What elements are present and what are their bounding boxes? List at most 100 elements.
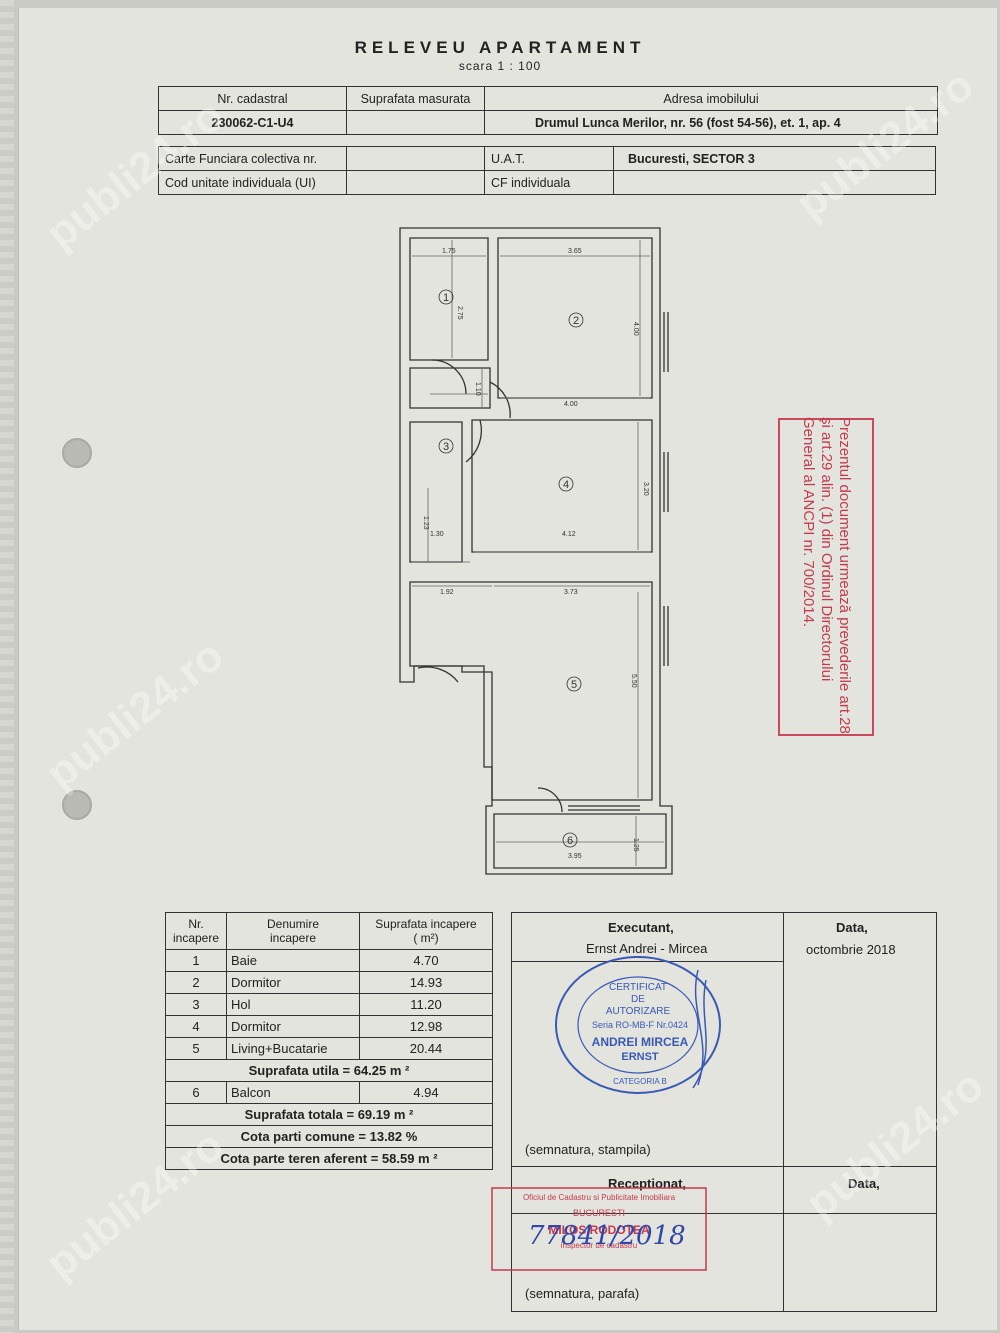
adresa-value: Drumul Lunca Merilor, nr. 56 (fost 54-56… [484, 110, 938, 135]
cod-ui-label: Cod unitate individuala (UI) [158, 170, 347, 195]
stamp-line: inspector de cadastru [561, 1241, 638, 1250]
header-name: Denumire incapere [226, 912, 360, 950]
table-row: 5 Living+Bucatarie 20.44 [165, 1037, 493, 1060]
window [663, 312, 669, 372]
cota-teren: Cota parte teren aferent = 58.59 m ² [165, 1147, 493, 1170]
table-row: 1 Baie 4.70 [165, 949, 493, 972]
row-nr: 1 [165, 949, 227, 972]
dim-label: 4.00 [632, 322, 639, 336]
door-arc [431, 359, 467, 395]
uat-header-table: Carte Funciara colectiva nr. U.A.T. Bucu… [158, 146, 936, 195]
data-label: Data, [836, 920, 868, 935]
room-number: 4 [563, 479, 569, 491]
room-2-wall [497, 237, 653, 399]
room-number: 3 [443, 441, 449, 453]
punch-hole [62, 790, 92, 820]
executant-name: Ernst Andrei - Mircea [586, 941, 708, 956]
stamp-line: BUCURESTI [573, 1208, 625, 1218]
executant-label: Executant, [608, 920, 674, 935]
stamp-line: DE [631, 994, 645, 1005]
room-4-wall [471, 419, 653, 553]
semnatura-stampila: (semnatura, stampila) [525, 1142, 651, 1157]
row-name: Living+Bucatarie [226, 1037, 360, 1060]
punch-hole [62, 438, 92, 468]
signature-block [511, 912, 937, 1312]
blue-authorization-stamp: CERTIFICAT DE AUTORIZARE Seria RO-MB-F N… [555, 956, 721, 1094]
row-nr: 3 [165, 993, 227, 1016]
row-area: 14.93 [359, 971, 493, 994]
uat-label: U.A.T. [484, 146, 614, 171]
room-number: 5 [571, 679, 577, 691]
window [663, 606, 669, 666]
dim-label: 2.75 [456, 306, 463, 320]
room-1-wall [409, 237, 489, 361]
suprafata-value [346, 110, 485, 135]
dim-label: 3.65 [568, 248, 582, 255]
dim-label: 5.50 [630, 674, 637, 688]
document-scale: scara 1 : 100 [458, 59, 542, 73]
dim-label: 1.23 [422, 516, 429, 530]
row-name: Hol [226, 993, 360, 1016]
stamp-line: ANDREI MIRCEA [592, 1035, 689, 1049]
adresa-label: Adresa imobilului [484, 86, 938, 111]
cf-individuala-label: CF individuala [484, 170, 614, 195]
dim-label: 1.75 [442, 248, 456, 255]
window [663, 452, 669, 512]
rooms-table: Nr. incapere Denumire incapere Suprafata… [165, 912, 493, 1170]
header-area: Suprafata incapere ( m²) [359, 912, 493, 950]
table-row: 2 Dormitor 14.93 [165, 971, 493, 994]
header-nr: Nr. incapere [165, 912, 227, 950]
dimension-lines [412, 255, 664, 843]
row-nr: 4 [165, 1015, 227, 1038]
row-name: Dormitor [226, 1015, 360, 1038]
binder-strip [0, 0, 14, 1333]
row-area: 20.44 [359, 1037, 493, 1060]
door-arc [417, 666, 459, 683]
row-name: Baie [226, 949, 360, 972]
stamp-line: CERTIFICAT [609, 982, 667, 993]
red-notice-frame [778, 418, 874, 736]
row-name: Balcon [226, 1081, 360, 1104]
dim-label: 1.30 [430, 531, 444, 538]
suprafata-utila: Suprafata utila = 64.25 m ² [165, 1059, 493, 1082]
dim-label: 4.00 [564, 401, 578, 408]
document-title: RELEVEU APARTAMENT [354, 38, 646, 57]
stamp-line: ERNST [621, 1051, 659, 1063]
data-value: octombrie 2018 [806, 942, 896, 957]
suprafata-totala: Suprafata totala = 69.19 m ² [165, 1103, 493, 1126]
red-notice-text: Prezentul document urmează prevederile a… [800, 417, 853, 734]
row-area: 11.20 [359, 993, 493, 1016]
semnatura-parafa: (semnatura, parafa) [525, 1286, 640, 1301]
cota-comune: Cota parti comune = 13.82 % [165, 1125, 493, 1148]
dim-label: 1.10 [474, 382, 481, 396]
stamp-line: AUTORIZARE [606, 1006, 671, 1017]
table-row: 4 Dormitor 12.98 [165, 1015, 493, 1038]
stamp-line: Oficiul de Cadastru si Publicitate Imobi… [523, 1193, 676, 1202]
row-area: 4.94 [359, 1081, 493, 1104]
hall-upper [409, 367, 491, 409]
room-6-wall [493, 813, 667, 869]
table-row: 3 Hol 11.20 [165, 993, 493, 1016]
door-arc [537, 787, 563, 813]
door-arc [489, 381, 511, 419]
stamp-line: CATEGORIA B [613, 1077, 667, 1086]
dim-label: 3.20 [642, 482, 649, 496]
room-5-wall [409, 581, 653, 801]
row-nr: 6 [165, 1081, 227, 1104]
dim-label: 1.92 [440, 589, 454, 596]
nr-cadastral-value: 230062-C1-U4 [158, 110, 347, 135]
stamp-line: Seria RO-MB-F Nr.0424 [592, 1020, 688, 1030]
nr-cadastral-label: Nr. cadastral [158, 86, 347, 111]
stamp-line: MILOS RODOTEA [548, 1223, 650, 1237]
room-number: 6 [567, 835, 573, 847]
red-cadastral-stamp: Oficiul de Cadastru si Publicitate Imobi… [491, 1187, 707, 1271]
row-nr: 2 [165, 971, 227, 994]
row-area: 12.98 [359, 1015, 493, 1038]
row-name: Dormitor [226, 971, 360, 994]
data2-label: Data, [848, 1176, 880, 1191]
dim-label: 4.12 [562, 531, 576, 538]
floor-plan: 1.75 3.65 2.75 4.00 1.10 4.00 3.20 1.23 … [399, 227, 673, 875]
handwritten-number: 77841/2018 [528, 1221, 686, 1251]
hall-wall [409, 421, 463, 563]
cadastral-header-table: Nr. cadastral Suprafata masurata Adresa … [158, 86, 938, 135]
